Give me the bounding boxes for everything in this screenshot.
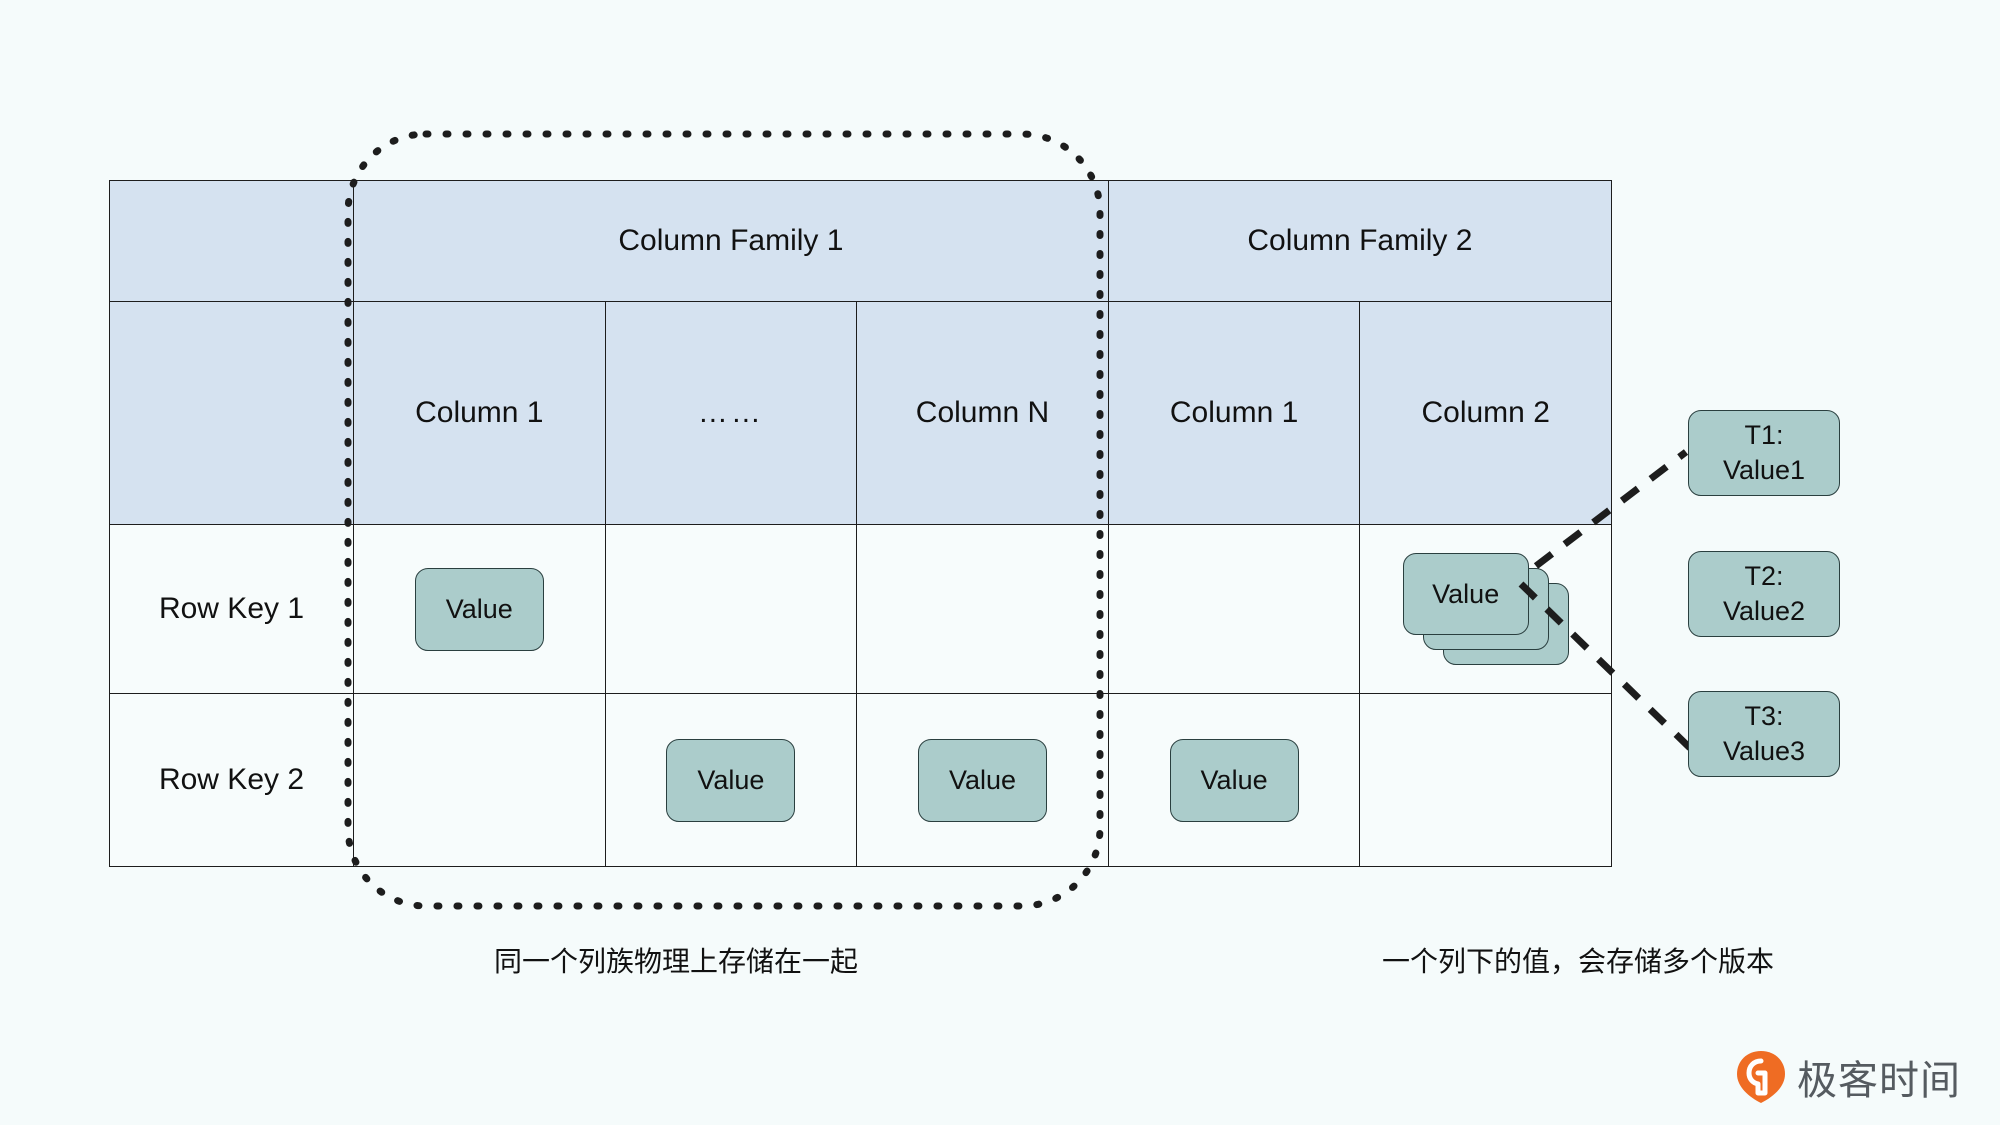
hbase-schema-table: Column Family 1 Column Family 2 Column 1… <box>109 180 1613 867</box>
cell-r1-cf2-col2: Value <box>1359 524 1612 694</box>
table-row-column-family-header: Column Family 1 Column Family 2 <box>109 180 1613 302</box>
value-chip: Value <box>666 738 796 822</box>
table-row: Row Key 1 Value Value <box>109 524 1612 694</box>
row-key-label-2: Row Key 2 <box>109 693 354 867</box>
geektime-pin-icon <box>1737 1051 1785 1103</box>
caption-column-family-storage: 同一个列族物理上存储在一起 <box>494 946 859 977</box>
cell-r2-cf1-coln: Value <box>856 693 1109 867</box>
value-chip: Value <box>414 567 544 651</box>
cell-r1-cf2-col1 <box>1107 524 1361 694</box>
cell-r2-cf1-ellipsis: Value <box>604 693 858 867</box>
column-family-1-header: Column Family 1 <box>353 180 1109 302</box>
row-key-label-1: Row Key 1 <box>109 524 354 694</box>
cell-r1-cf1-col1: Value <box>353 524 606 694</box>
value-stack: Value <box>1402 553 1569 665</box>
version-box-t3: T3: Value3 <box>1688 691 1840 777</box>
table-corner-cell <box>109 180 354 302</box>
logo-text: 极客时间 <box>1797 1059 1961 1103</box>
cell-r1-cf1-ellipsis <box>604 524 858 694</box>
value-chip: Value <box>1169 738 1299 822</box>
table-row-column-header: Column 1 …… Column N Column 1 Column 2 <box>109 301 1612 525</box>
caption-multiple-versions: 一个列下的值，会存储多个版本 <box>1382 946 1775 977</box>
table-corner-cell-2 <box>109 301 354 525</box>
version-box-t2: T2: Value2 <box>1688 551 1840 637</box>
version-value-t1: Value1 <box>1722 455 1806 485</box>
version-value-t2: Value2 <box>1722 596 1806 626</box>
version-time-t1: T1: <box>1744 420 1784 451</box>
version-box-t1: T1: Value1 <box>1688 410 1840 496</box>
version-value-t3: Value3 <box>1722 736 1806 766</box>
cell-r1-cf1-coln <box>856 524 1109 694</box>
version-time-t2: T2: <box>1744 561 1784 592</box>
table-row: Row Key 2 Value Value Value <box>109 693 1612 867</box>
column-family-2-header: Column Family 2 <box>1107 180 1613 302</box>
version-time-t3: T3: <box>1744 701 1784 732</box>
column-header-cf2-col1: Column 1 <box>1107 301 1361 525</box>
column-header-cf2-col2: Column 2 <box>1359 301 1612 525</box>
column-header-cf1-ellipsis: …… <box>604 301 858 525</box>
geektime-logo: 极客时间 <box>1735 1048 1961 1106</box>
value-chip: Value <box>917 738 1048 822</box>
column-header-cf1-col1: Column 1 <box>353 301 606 525</box>
cell-r2-cf2-col2 <box>1359 693 1612 867</box>
cell-r2-cf2-col1: Value <box>1107 693 1361 867</box>
cell-r2-cf1-col1 <box>353 693 606 867</box>
column-header-cf1-coln: Column N <box>856 301 1109 525</box>
value-stack-layer-1: Value <box>1402 553 1529 635</box>
